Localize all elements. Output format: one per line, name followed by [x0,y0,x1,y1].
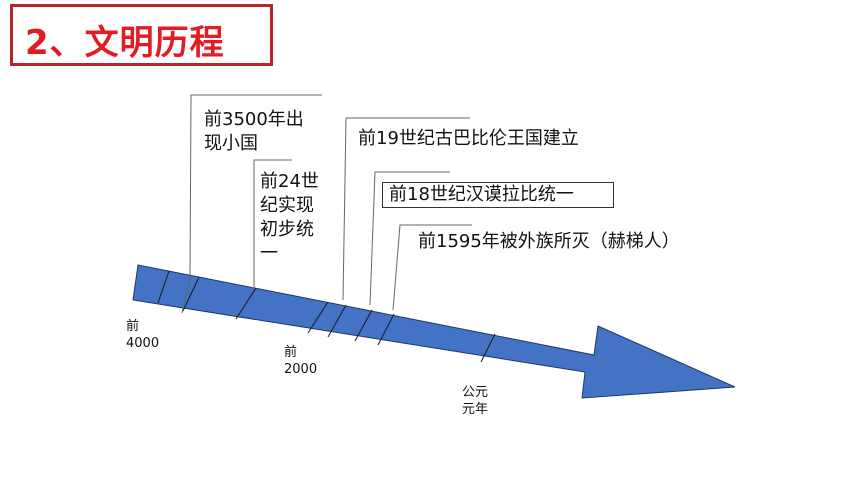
tick-mark [182,276,200,312]
leader-line [342,117,470,301]
leader-line [181,94,322,314]
era-label-2000bc: 前 2000 [284,345,318,377]
timeline-arrow [132,264,736,399]
tick-marks [157,270,496,363]
tick-mark [307,301,329,334]
era-label-4000bc: 前 4000 [126,319,160,351]
title-box: 2、文明历程 [10,4,273,66]
callout-leaders [181,94,472,314]
era-label-year-one: 公元 元年 [462,385,489,417]
event-label-1595bc: 前1595年被外族所灭（赫梯人） [418,231,680,252]
slide-title: 2、文明历程 [25,23,225,63]
leader-line [253,159,292,290]
tick-mark [327,304,347,338]
tick-mark [354,309,373,342]
tick-mark [480,333,496,363]
leader-line [369,171,450,306]
event-label-19th-century: 前19世纪古巴比伦王国建立 [358,128,579,149]
event-label-18th-century: 前18世纪汉谟拉比统一 [382,182,614,208]
tick-mark [377,313,395,346]
event-label-3500bc: 前3500年出 现小国 [204,109,304,154]
tick-mark [235,287,257,320]
tick-mark [157,270,170,304]
event-label-24th-century: 前24世 纪实现 初步统 一 [260,171,319,264]
leader-line [392,224,472,311]
